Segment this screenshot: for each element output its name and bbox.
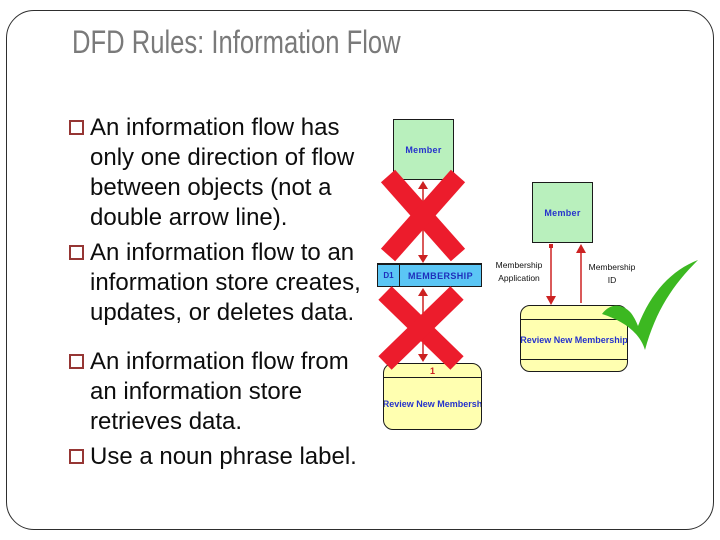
bullet-text: Use a noun phrase label. <box>90 443 357 470</box>
bullet-text: An information flow to an information st… <box>90 239 361 326</box>
x-mark-icon <box>378 286 464 370</box>
datastore-id: D1 <box>378 265 400 286</box>
process-number: 1 <box>384 364 481 378</box>
slide-border <box>6 10 714 530</box>
bullet-text: An information flow from an information … <box>90 348 349 435</box>
flow-arrows <box>546 244 586 305</box>
bullet-item: An information flow to an information st… <box>69 238 381 328</box>
entity-box: Member <box>393 119 454 180</box>
flow-label-out: Membership Application <box>495 260 543 283</box>
datastore-box: D1 MEMBERSHIP <box>377 263 482 287</box>
bullet-square-icon <box>69 245 84 260</box>
process-name: Review New Membership <box>520 334 628 345</box>
flow-label-in: Membership ID <box>588 262 636 285</box>
bullet-square-icon <box>69 354 84 369</box>
x-mark-icon <box>380 169 466 262</box>
bullet-item: An information flow has only one directi… <box>69 113 381 233</box>
page-title: DFD Rules: Information Flow <box>72 24 401 60</box>
bullet-text: An information flow has only one directi… <box>90 114 355 231</box>
bullet-list: An information flow has only one directi… <box>69 113 381 477</box>
datastore-name: MEMBERSHIP <box>407 270 473 281</box>
bullet-item: An information flow from an information … <box>69 347 381 437</box>
process-box: 1 Review New Membersh <box>383 363 482 430</box>
entity-box: Member <box>532 182 593 243</box>
bullet-square-icon <box>69 449 84 464</box>
check-mark-icon <box>602 260 698 350</box>
bullet-square-icon <box>69 120 84 135</box>
entity-label: Member <box>544 207 581 218</box>
entity-label: Member <box>405 144 442 155</box>
process-name: Review New Membersh <box>383 398 482 409</box>
bullet-item: Use a noun phrase label. <box>69 442 381 472</box>
